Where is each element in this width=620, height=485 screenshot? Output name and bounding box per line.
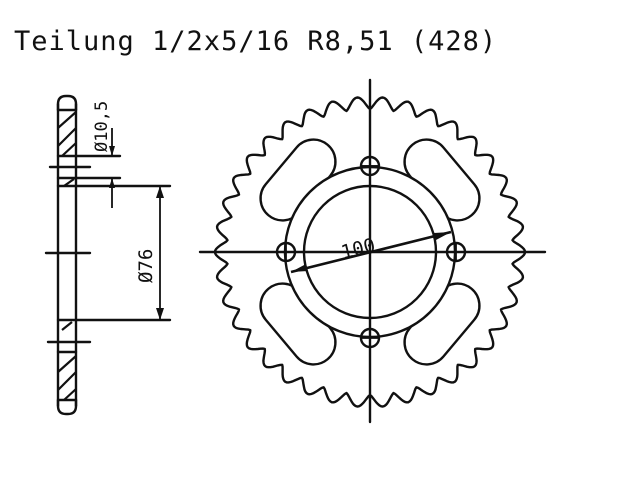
hatch-line — [57, 127, 77, 147]
side-bottom-cap — [56, 398, 78, 416]
hatch-line — [57, 371, 77, 391]
dim-bore-label: Ø76 — [135, 249, 157, 283]
arrow-up-icon — [156, 186, 164, 198]
side-view: Ø10,5 Ø76 — [44, 94, 172, 416]
arrow-up-icon — [109, 178, 115, 188]
arrow-left-icon — [291, 264, 308, 272]
arrow-right-icon — [434, 232, 451, 240]
hatch-line — [57, 111, 77, 129]
hatch-line — [57, 355, 77, 373]
hatch-line — [61, 142, 77, 157]
hatch-line — [63, 388, 77, 401]
dim-line-100 — [290, 230, 452, 274]
drawing-title: Teilung 1/2x5/16 R8,51 (428) — [14, 26, 498, 57]
arrow-down-icon — [156, 308, 164, 320]
front-view: 100 — [198, 78, 547, 424]
dim-hub-label: Ø10,5 — [92, 101, 112, 152]
side-top-cap — [56, 94, 78, 112]
arrow-down-icon — [109, 146, 115, 156]
